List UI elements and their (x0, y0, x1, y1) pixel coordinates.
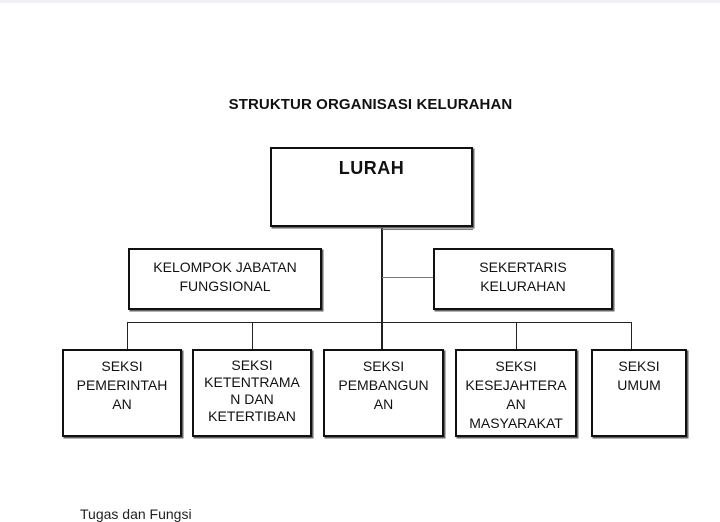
connector-sekretaris (382, 277, 433, 278)
top-edge-strip (0, 0, 720, 3)
footer-heading-cut: Tugas dan Fungsi (80, 506, 192, 522)
connector-lurah-trunk (381, 227, 383, 349)
connector-lurah-stub (382, 229, 473, 230)
node-seksi-pembangunan-label: SEKSI PEMBANGUN AN (338, 358, 429, 412)
node-seksi-umum-label: SEKSI UMUM (617, 358, 661, 393)
node-seksi-pemerintahan-label: SEKSI PEMERINTAH AN (76, 358, 168, 412)
connector-seksi-pemerintahan (127, 322, 128, 349)
connector-seksi-ketentraman (252, 322, 253, 349)
chart-title: STRUKTUR ORGANISASI KELURAHAN (228, 96, 513, 113)
node-seksi-pemerintahan: SEKSI PEMERINTAH AN (62, 349, 182, 437)
node-seksi-umum: SEKSI UMUM (591, 349, 687, 437)
node-kelompok-jabatan-fungsional: KELOMPOK JABATAN FUNGSIONAL (128, 248, 322, 310)
connector-seksi-bus (127, 322, 632, 323)
node-lurah-label: LURAH (338, 158, 405, 178)
node-sekretaris-label: SEKERTARIS KELURAHAN (479, 259, 567, 294)
connector-seksi-kesejahteraan (516, 322, 517, 349)
node-seksi-kesejahteraan: SEKSI KESEJAHTERA AN MASYARAKAT (455, 349, 577, 437)
node-lurah: LURAH (270, 147, 473, 227)
node-sekretaris-kelurahan: SEKERTARIS KELURAHAN (433, 248, 613, 310)
node-seksi-pembangunan: SEKSI PEMBANGUN AN (323, 349, 444, 437)
node-seksi-ketentraman: SEKSI KETENTRAMA N DAN KETERTIBAN (192, 349, 312, 437)
node-jabatan-fungsional-label: KELOMPOK JABATAN FUNGSIONAL (153, 259, 297, 294)
connector-seksi-umum (631, 322, 632, 349)
node-seksi-ketentraman-label: SEKSI KETENTRAMA N DAN KETERTIBAN (204, 357, 300, 424)
node-seksi-kesejahteraan-label: SEKSI KESEJAHTERA AN MASYARAKAT (465, 358, 567, 431)
